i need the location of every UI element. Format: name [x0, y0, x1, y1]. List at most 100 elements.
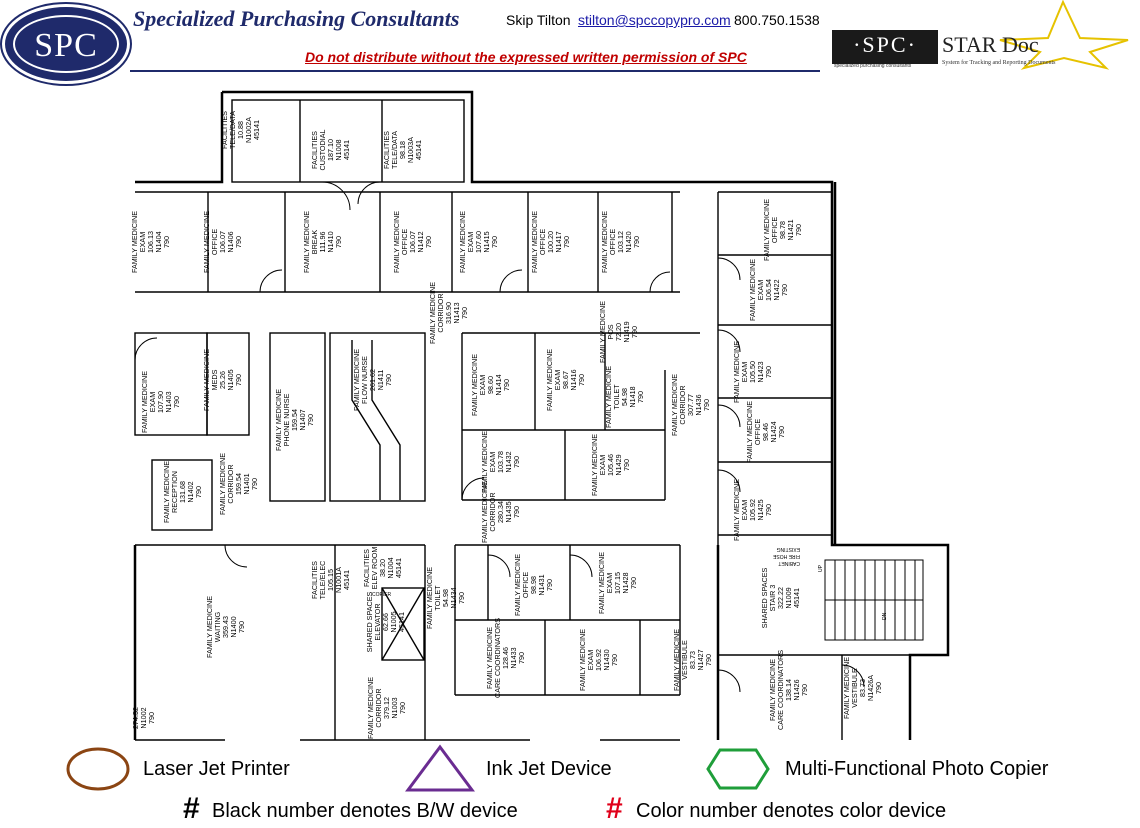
- room-label-line: 790: [517, 652, 526, 664]
- room-label-line: FAMILY MEDICINE: [458, 211, 467, 273]
- room-label-line: N1421: [786, 219, 795, 240]
- room-label-line: 790: [562, 236, 571, 248]
- room-label-line: 790: [636, 391, 645, 403]
- room-label-line: N1002: [139, 707, 148, 728]
- room-label-line: FAMILY MEDICINE: [732, 479, 741, 541]
- room-label-line: FAMILY MEDICINE: [768, 659, 777, 721]
- room-label-line: N1431: [537, 574, 546, 595]
- room-label-line: 790: [398, 702, 407, 714]
- room-label-line: RECEPTION: [170, 471, 179, 513]
- laser-printer-label: Laser Jet Printer: [143, 758, 290, 780]
- room-label-line: EXAM: [148, 392, 157, 412]
- room-label-line: 790: [512, 456, 521, 468]
- room-label-line: 790: [545, 579, 554, 591]
- room-label-line: 790: [794, 224, 803, 236]
- room-label-line: N1411: [376, 370, 385, 391]
- room-label-line: N1410: [326, 231, 335, 252]
- room-label-line: N1407: [298, 409, 307, 430]
- room-label-line: 100.20: [546, 231, 555, 253]
- room-label-line: 159.54: [234, 473, 243, 495]
- room-label-line: 98.67: [561, 371, 570, 389]
- room-label-line: FACILITIES: [362, 549, 371, 587]
- room-label-line: 45141: [252, 120, 261, 140]
- room-label-line: OFFICE: [538, 229, 547, 256]
- room-label-line: FAMILY MEDICINE: [218, 453, 227, 515]
- room-label-line: 107.15: [613, 572, 622, 594]
- room-label-line: 307.77: [686, 394, 695, 416]
- room-label-line: EXAM: [478, 375, 487, 395]
- room-label-line: 316.90: [444, 302, 453, 324]
- room-label-line: 280.34: [496, 501, 505, 523]
- legend: Laser Jet Printer Ink Jet Device Multi-F…: [0, 742, 1140, 828]
- room-label-line: FACILITIES: [382, 131, 391, 169]
- contact-email-link[interactable]: stilton@spccopypro.com: [578, 12, 731, 28]
- room-label-line: FAMILY MEDICINE: [597, 552, 606, 614]
- room-label-line: FAMILY MEDICINE: [530, 211, 539, 273]
- room-label-line: 106.92: [594, 649, 603, 671]
- mfp-copier-label: Multi-Functional Photo Copier: [785, 758, 1049, 780]
- room-label-line: 106.13: [146, 231, 155, 253]
- room-label-line: 790: [234, 374, 243, 386]
- room-label-line: N1404: [154, 231, 163, 252]
- room-label-line: 131.68: [178, 481, 187, 503]
- room-label-line: N1424: [769, 421, 778, 442]
- room-label-line: STAIR 3: [768, 585, 777, 612]
- room-label-line: 790: [577, 374, 586, 386]
- room-label-line: N1434: [449, 587, 458, 608]
- room-label-line: 45141: [342, 570, 351, 590]
- room-label-line: POS: [606, 324, 615, 339]
- room-label-line: PHONE NURSE: [282, 393, 291, 446]
- room-label-line: 106.07: [218, 231, 227, 253]
- room-label-line: N1008: [334, 139, 343, 160]
- room-label-line: 45141: [394, 558, 403, 578]
- room-label-line: 790: [610, 654, 619, 666]
- room-label-line: FAMILY MEDICINE: [425, 567, 434, 629]
- room-label-line: 83.73: [688, 651, 697, 669]
- room-label-line: 274.52: [131, 707, 140, 729]
- room-label-line: EXAM: [553, 370, 562, 390]
- room-label-line: ELEV ROOM: [370, 547, 379, 590]
- room-label-line: FAMILY MEDICINE: [480, 431, 489, 493]
- room-label-line: 107.60: [474, 231, 483, 253]
- room-label-line: 159.54: [290, 409, 299, 431]
- room-label-line: 790: [334, 236, 343, 248]
- room-label-line: FAMILY MEDICINE: [842, 657, 851, 719]
- room-label-line: 25.26: [218, 371, 227, 389]
- room-label-line: N1400: [229, 616, 238, 637]
- room-label-line: FAMILY MEDICINE: [392, 211, 401, 273]
- room-label-line: 128.46: [501, 647, 510, 669]
- room-label-line: 790: [457, 592, 466, 604]
- room-label-line: 103.12: [616, 231, 625, 253]
- room-label-line: FAMILY MEDICINE: [202, 211, 211, 273]
- room-label-line: OFFICE: [521, 572, 530, 599]
- room-label-line: 790: [702, 399, 711, 411]
- room-label-line: SHARED SPACES: [760, 568, 769, 629]
- room-label-line: 790: [780, 284, 789, 296]
- room-label-line: N1430: [602, 649, 611, 670]
- distribution-warning: Do not distribute without the expressed …: [305, 49, 747, 65]
- room-label-line: FAMILY MEDICINE: [513, 554, 522, 616]
- room-label-line: 790: [629, 577, 638, 589]
- room-label-line: 379.12: [382, 697, 391, 719]
- room-label-line: N1402: [186, 481, 195, 502]
- room-label-line: FAMILY MEDICINE: [480, 481, 489, 543]
- room-label-line: N1432: [504, 451, 513, 472]
